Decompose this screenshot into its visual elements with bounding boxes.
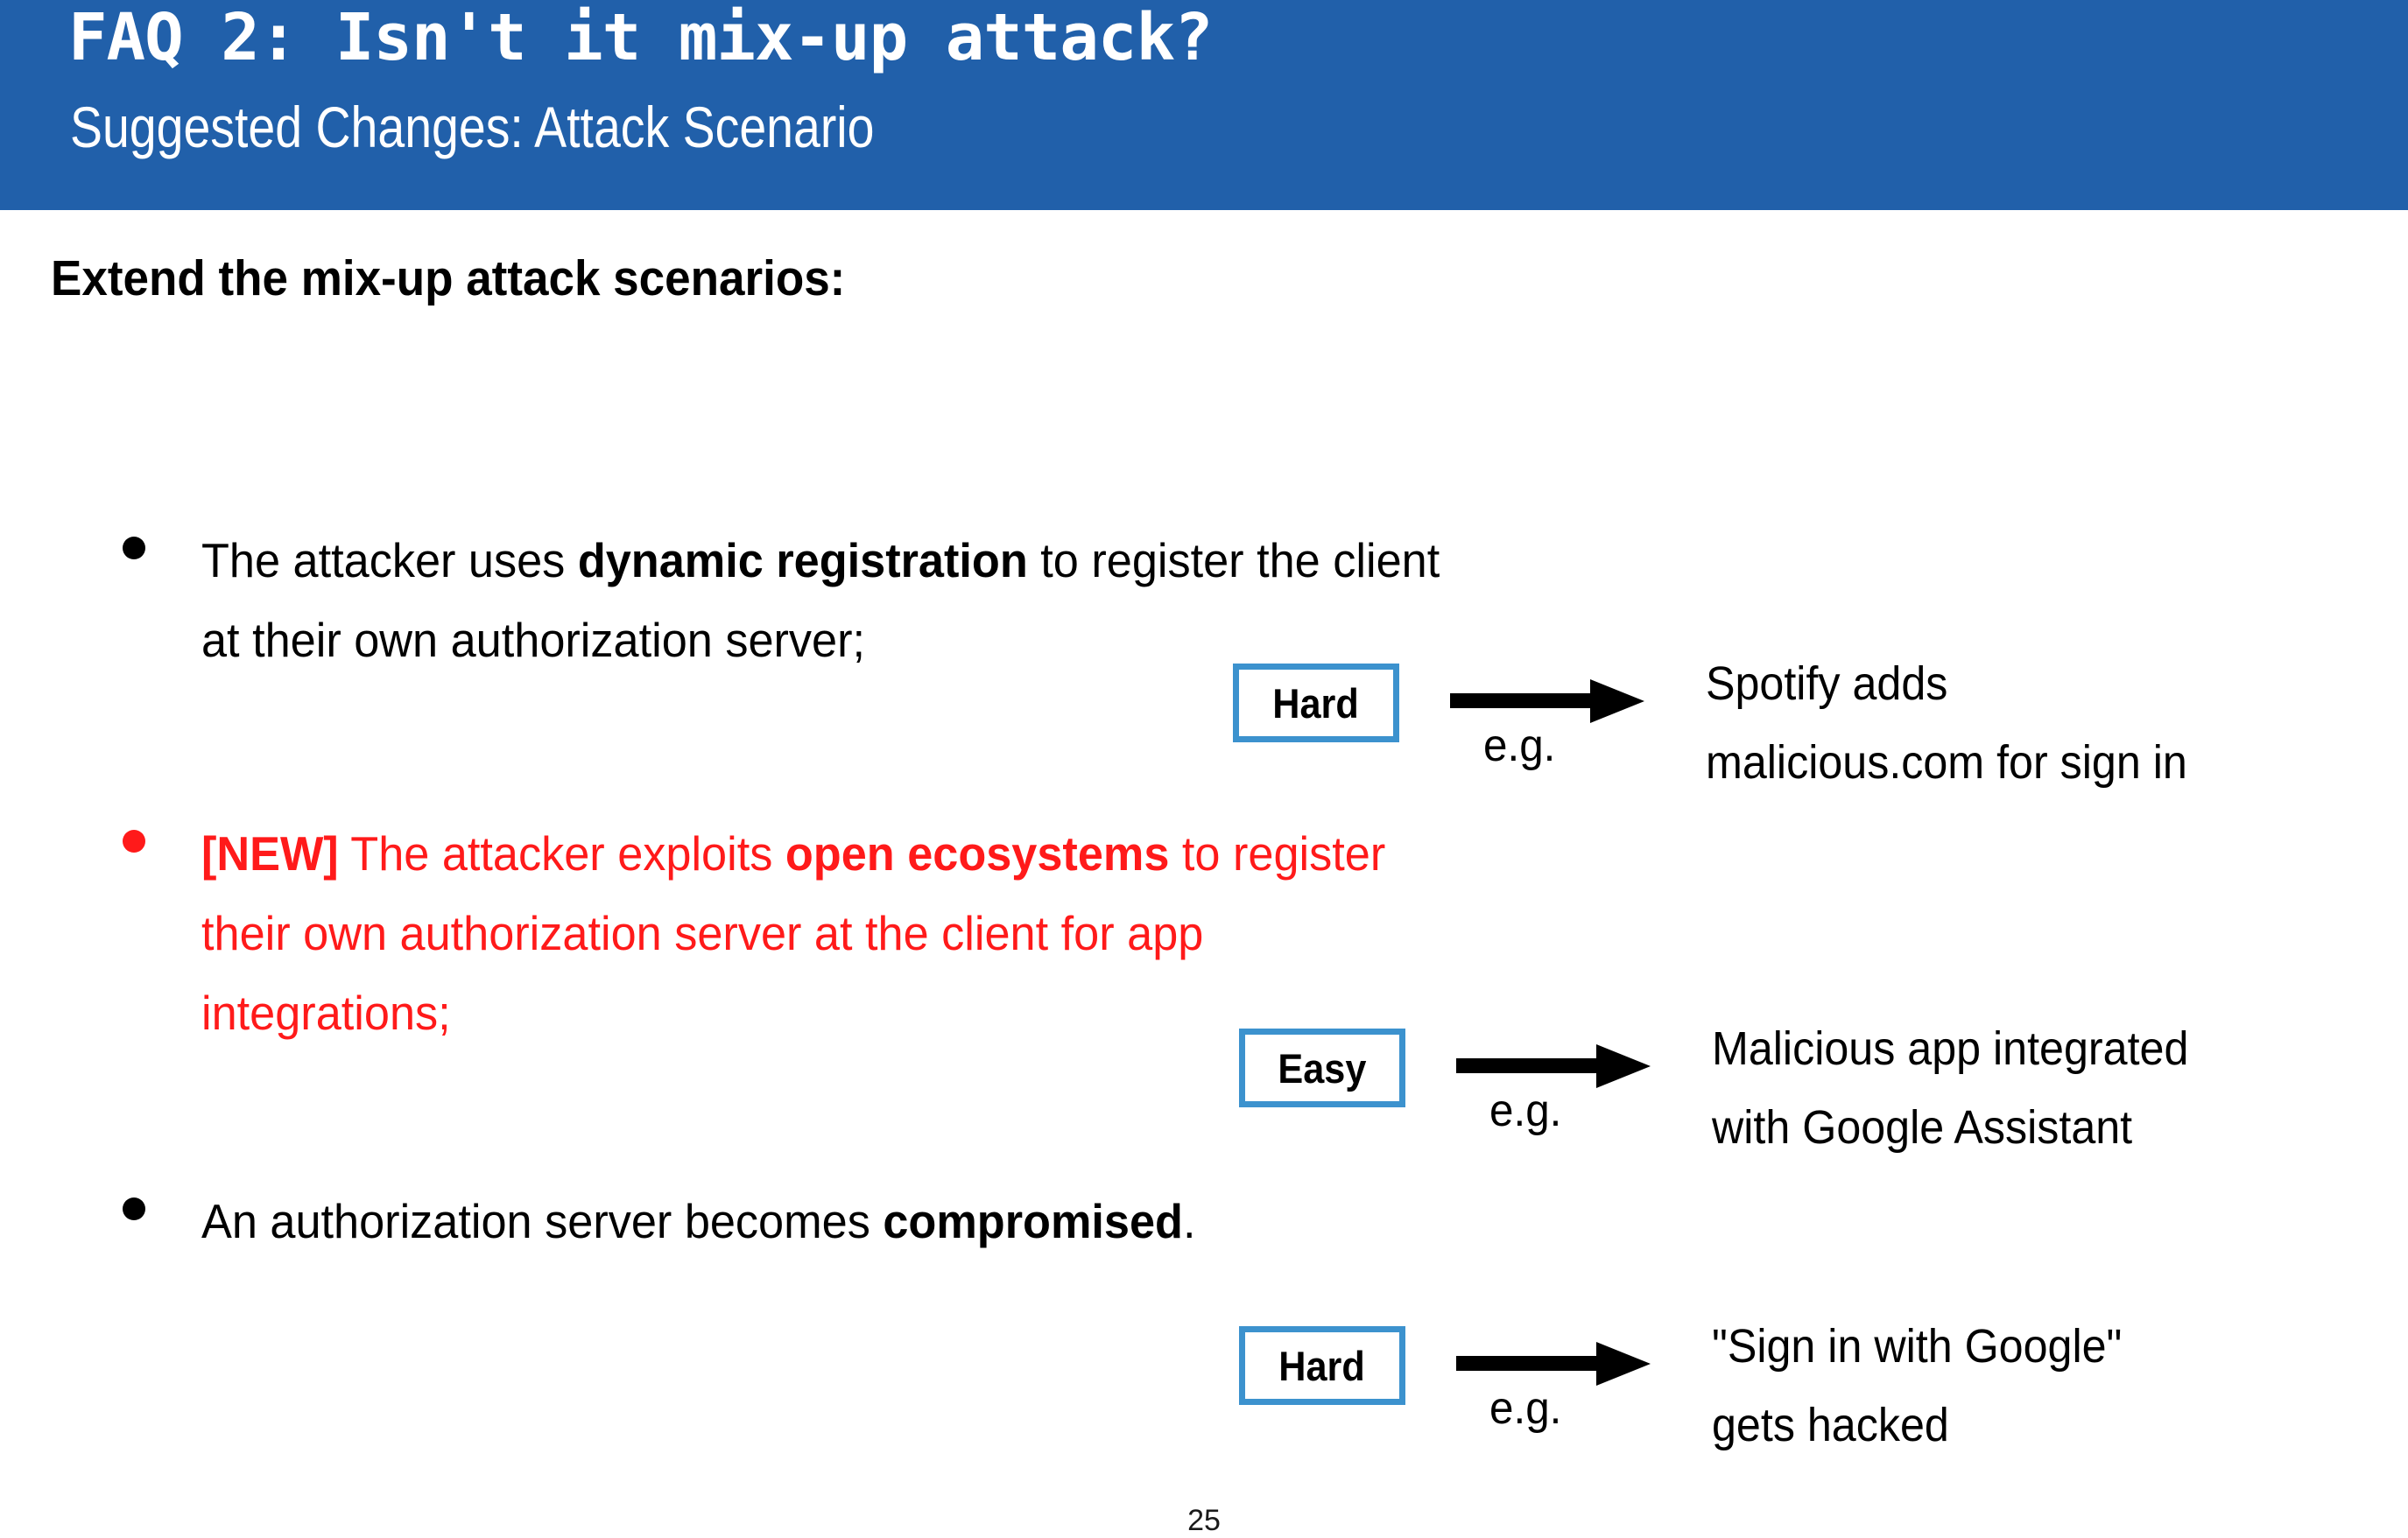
example-line: "Sign in with Google" (1712, 1320, 2123, 1373)
bullet-run: The attacker uses (201, 533, 578, 587)
example-text-3: "Sign in with Google" gets hacked (1712, 1307, 2122, 1464)
intro-heading: Extend the mix-up attack scenarios: (51, 250, 846, 306)
slide-subtitle: Suggested Changes: Attack Scenario (70, 95, 875, 159)
bullet-dot-icon (123, 537, 145, 559)
bullet-run: integrations; (201, 986, 451, 1040)
bullet-run: to register the client (1027, 533, 1440, 587)
bullet-run-bold: compromised (883, 1194, 1183, 1248)
example-line: malicious.com for sign in (1706, 736, 2187, 789)
example-line: Malicious app integrated (1712, 1022, 2189, 1075)
bullet-run-bold: dynamic registration (577, 533, 1028, 587)
difficulty-badge-easy: Easy (1239, 1029, 1405, 1107)
bullet-line: integrations; (201, 973, 1385, 1053)
arrow-head (1596, 1044, 1651, 1088)
bullet-line: An authorization server becomes compromi… (201, 1182, 1195, 1261)
bullet-text-3: An authorization server becomes compromi… (201, 1182, 1195, 1261)
difficulty-badge-hard-1: Hard (1233, 664, 1399, 742)
arrow-head (1596, 1342, 1651, 1386)
slide-header-band: FAQ 2: Isn't it mix-up attack? Suggested… (0, 0, 2408, 210)
slide-title: FAQ 2: Isn't it mix-up attack? (68, 0, 1214, 75)
bullet-run-bold: [NEW] (201, 826, 339, 881)
bullet-line: at their own authorization server; (201, 600, 1440, 680)
difficulty-badge-hard-2: Hard (1239, 1326, 1405, 1405)
arrow-right-icon: e.g. (1456, 1342, 1658, 1434)
bullet-text-1: The attacker uses dynamic registration t… (201, 521, 1440, 680)
arrow-right-icon: e.g. (1456, 1044, 1658, 1136)
arrow-shaft (1456, 1356, 1601, 1371)
arrow-label: e.g. (1489, 1383, 1562, 1434)
example-line: gets hacked (1712, 1399, 1949, 1451)
difficulty-label: Hard (1278, 1342, 1366, 1389)
example-text-2: Malicious app integrated with Google Assi… (1712, 1009, 2188, 1167)
bullet-run: . (1182, 1194, 1196, 1248)
bullet-line: The attacker uses dynamic registration t… (201, 521, 1440, 600)
example-text-1: Spotify adds malicious.com for sign in (1706, 644, 2187, 802)
arrow-right-icon: e.g. (1450, 679, 1651, 771)
arrow-shaft (1450, 693, 1595, 708)
bullet-run: to register (1169, 826, 1386, 881)
bullet-line: their own authorization server at the cl… (201, 894, 1385, 973)
bullet-run: their own authorization server at the cl… (201, 906, 1204, 960)
bullet-line: [NEW] The attacker exploits open ecosyst… (201, 814, 1385, 894)
arrow-label: e.g. (1489, 1085, 1562, 1136)
arrow-label: e.g. (1483, 720, 1556, 771)
arrow-shaft (1456, 1058, 1601, 1073)
bullet-run: The attacker exploits (338, 826, 785, 881)
example-line: with Google Assistant (1712, 1101, 2133, 1154)
slide-body: Extend the mix-up attack scenarios: The … (0, 210, 2408, 1537)
bullet-run: An authorization server becomes (201, 1194, 884, 1248)
example-line: Spotify adds (1706, 657, 1948, 710)
bullet-run: at their own authorization server; (201, 613, 866, 667)
bullet-dot-icon (123, 830, 145, 853)
bullet-dot-icon (123, 1197, 145, 1220)
difficulty-label: Hard (1272, 679, 1360, 727)
bullet-text-2: [NEW] The attacker exploits open ecosyst… (201, 814, 1385, 1053)
bullet-run-bold: open ecosystems (785, 826, 1170, 881)
arrow-head (1590, 679, 1644, 723)
page-number: 25 (1187, 1504, 1221, 1537)
difficulty-label: Easy (1278, 1044, 1367, 1092)
